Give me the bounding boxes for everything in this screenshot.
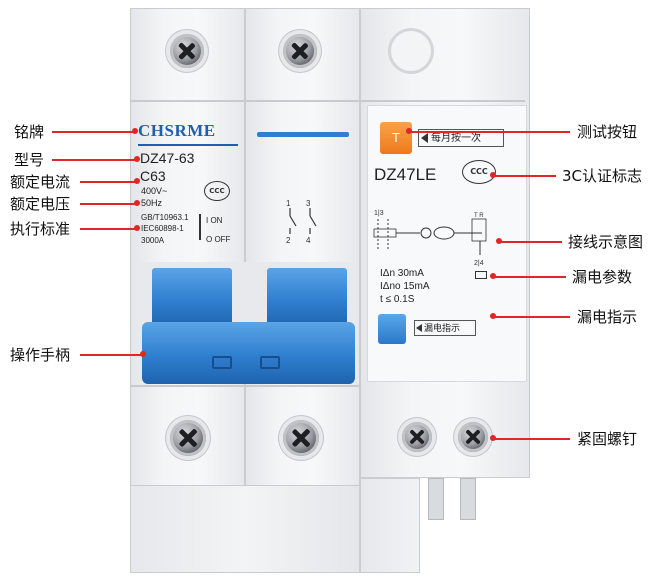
leak-param-box-icon xyxy=(475,271,487,279)
leader-nameplate xyxy=(52,131,134,133)
screw-icon xyxy=(283,420,319,456)
on-mark: I ON xyxy=(206,216,223,225)
leak-param-2: IΔno 15mA xyxy=(380,281,430,292)
svg-text:1|3: 1|3 xyxy=(374,210,384,217)
test-hint-box: 每月按一次 xyxy=(418,129,504,147)
handle-lever-1 xyxy=(152,268,232,328)
svg-text:1: 1 xyxy=(286,199,291,208)
test-hint-text: 每月按一次 xyxy=(431,133,481,144)
annotation-model: 型号 xyxy=(14,151,45,169)
top-shoulder xyxy=(130,100,525,102)
leader-dot xyxy=(134,156,140,162)
bottom-shoulder xyxy=(130,385,360,387)
leader-rated-current xyxy=(80,181,136,183)
voltage-label: 400V~ xyxy=(141,186,168,196)
on-off-arrow-icon xyxy=(199,214,201,240)
leak-param-1: IΔn 30mA xyxy=(380,268,424,279)
annotation-rated-voltage: 额定电压 xyxy=(10,195,71,213)
frequency-label: 50Hz xyxy=(141,198,163,208)
arrow-left-icon xyxy=(421,133,428,143)
leak-indicator-label-box: 漏电指示 xyxy=(414,320,476,336)
rcd-top-hole xyxy=(388,28,434,74)
leader-dot xyxy=(490,435,496,441)
svg-text:3: 3 xyxy=(306,199,311,208)
rcd-base xyxy=(360,478,420,573)
leader-standard xyxy=(80,228,136,230)
annotation-screws: 紧固螺钉 xyxy=(577,430,638,448)
leader-screws xyxy=(494,438,570,440)
arrow-left-icon xyxy=(416,324,422,332)
annotation-test-button: 测试按钮 xyxy=(577,123,638,141)
leader-dot xyxy=(134,178,140,184)
screw-icon xyxy=(458,422,488,452)
leak-param-3: t ≤ 0.1S xyxy=(380,294,415,305)
standard-label-1: GB/T10963.1 xyxy=(141,213,189,222)
rating-label: C63 xyxy=(140,168,166,184)
svg-text:4: 4 xyxy=(306,236,311,244)
svg-text:2|4: 2|4 xyxy=(474,260,484,267)
annotation-leak-params: 漏电参数 xyxy=(572,268,633,286)
bottom-base xyxy=(130,485,360,573)
screw-icon xyxy=(170,34,204,68)
svg-text:T R: T R xyxy=(474,213,484,219)
wiring-diagram-icon: 1|3 T R 2|4 xyxy=(373,210,487,267)
handle-lever-2 xyxy=(267,268,347,328)
leader-dot xyxy=(132,128,138,134)
leader-dot xyxy=(490,313,496,319)
brand-label: CHSRME xyxy=(138,121,216,140)
breaker-photo: CHSRME DZ47-63 C63 400V~ 50Hz GB/T10963.… xyxy=(120,0,530,582)
test-button[interactable]: T xyxy=(380,122,412,154)
pole-switch-symbol-icon: 1 3 2 4 xyxy=(286,199,317,244)
handle-slot-icon xyxy=(212,356,232,369)
brand-underline xyxy=(138,144,238,146)
annotation-handle: 操作手柄 xyxy=(10,346,71,364)
leader-test-button xyxy=(410,131,570,133)
leader-leak-indicator xyxy=(494,316,570,318)
annotation-nameplate: 铭牌 xyxy=(14,123,45,141)
handle-slot-icon xyxy=(260,356,280,369)
ccc-icon: CCC xyxy=(204,181,230,201)
screw-icon xyxy=(283,34,317,68)
off-mark: O OFF xyxy=(206,235,231,244)
leader-handle xyxy=(80,354,142,356)
annotation-leak-indicator: 漏电指示 xyxy=(577,308,638,326)
leader-dot xyxy=(140,351,146,357)
terminal-pin xyxy=(460,478,476,520)
leak-indicator-label: 漏电指示 xyxy=(424,324,461,334)
standard-label-2: IEC60898-1 xyxy=(141,224,184,233)
leader-wiring xyxy=(500,241,562,243)
pole-2-blue-stripe xyxy=(257,132,349,137)
leak-indicator-button[interactable] xyxy=(378,314,406,344)
leader-dot xyxy=(490,172,496,178)
annotation-rated-current: 额定电流 xyxy=(10,173,71,191)
annotation-wiring: 接线示意图 xyxy=(568,233,644,251)
annotation-ccc: 3C认证标志 xyxy=(562,167,643,185)
breaking-capacity-label: 3000A xyxy=(141,236,165,245)
screw-icon xyxy=(402,422,432,452)
leader-dot xyxy=(406,128,412,134)
rcd-model-label: DZ47LE xyxy=(374,165,437,184)
leader-leak-params xyxy=(494,276,566,278)
leader-dot xyxy=(134,225,140,231)
ccc-icon: CCC xyxy=(462,160,496,184)
annotation-standard: 执行标准 xyxy=(10,220,71,238)
leader-dot xyxy=(490,273,496,279)
svg-text:2: 2 xyxy=(286,236,291,244)
leader-model xyxy=(52,159,136,161)
leader-rated-voltage xyxy=(80,203,136,205)
screw-icon xyxy=(170,420,206,456)
leader-ccc xyxy=(494,175,556,177)
terminal-pin xyxy=(428,478,444,520)
leader-dot xyxy=(496,238,502,244)
leader-dot xyxy=(134,200,140,206)
operating-handle[interactable] xyxy=(142,322,355,384)
model-label: DZ47-63 xyxy=(140,150,195,166)
